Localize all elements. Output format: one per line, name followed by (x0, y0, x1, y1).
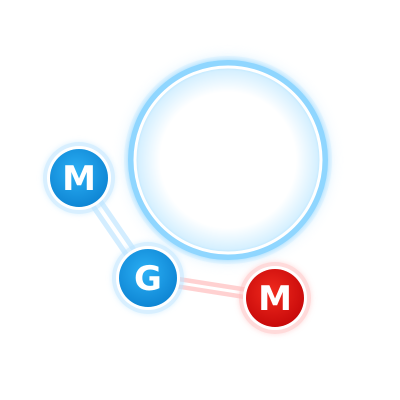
node-m-blue[interactable]: M (43, 142, 115, 214)
node-m-red-label: M (258, 279, 292, 319)
node-g-blue-label: G (134, 259, 162, 299)
node-g-blue[interactable]: G (112, 242, 184, 314)
target-ring[interactable] (124, 56, 332, 264)
node-m-red[interactable]: M (239, 262, 311, 334)
node-m-blue-label: M (62, 159, 96, 199)
